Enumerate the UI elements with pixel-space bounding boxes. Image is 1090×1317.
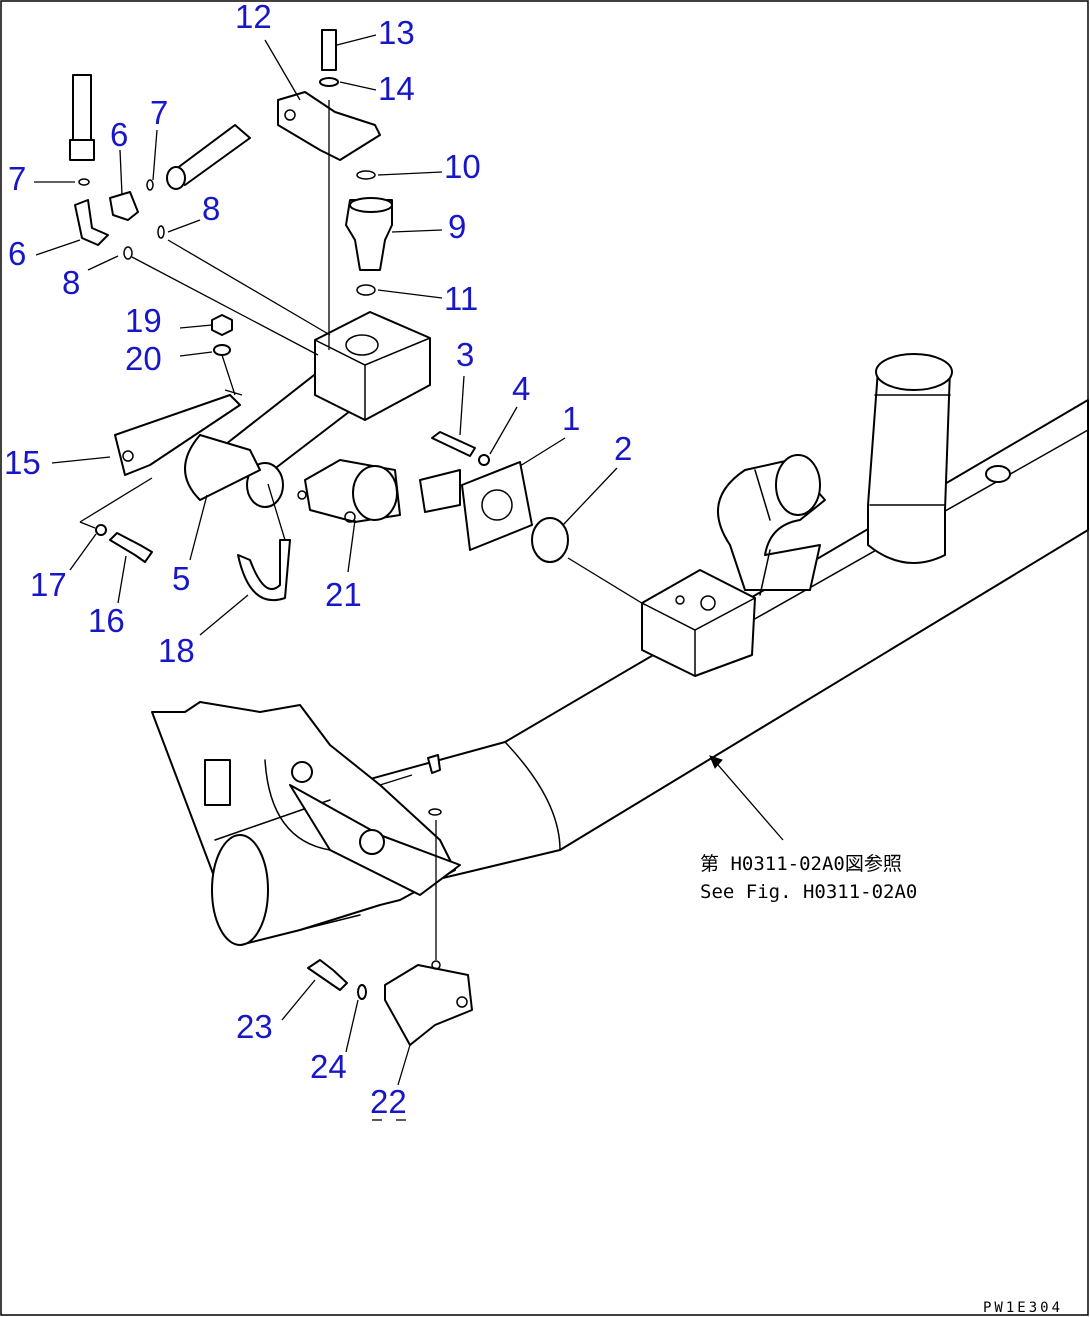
upper-tube-assembly <box>184 311 431 508</box>
o-ring-2 <box>531 517 569 563</box>
washer-24 <box>357 984 367 1000</box>
bolt-3 <box>431 431 476 457</box>
tube-end <box>246 462 284 508</box>
callout-16: 16 <box>88 602 125 639</box>
hose-5 <box>184 434 261 501</box>
washer-17 <box>95 524 107 536</box>
callout-18: 18 <box>158 632 195 669</box>
callout-2: 2 <box>614 430 632 467</box>
callout-7-left: 7 <box>8 160 26 197</box>
callout-14: 14 <box>378 70 415 107</box>
callout-10: 10 <box>444 148 481 185</box>
callout-8-upper: 8 <box>202 190 220 227</box>
right-elbow-pipe <box>717 454 826 596</box>
strap-nut-lower <box>359 829 385 855</box>
drawing-code: PW1E304 <box>983 1300 1063 1316</box>
callout-3: 3 <box>456 336 474 373</box>
strap-nut-upper <box>291 761 313 783</box>
callout-labels: 12 13 14 7 6 10 7 8 9 6 8 11 19 3 20 4 1… <box>4 0 632 1120</box>
callout-23: 23 <box>236 1008 273 1045</box>
leader-lines <box>34 34 784 1086</box>
reference-note-japanese: 第 H0311-02A0図参照 <box>700 853 902 875</box>
plug-nut <box>985 465 1011 483</box>
callout-4: 4 <box>512 370 530 407</box>
callout-21: 21 <box>325 576 362 613</box>
bracket-22-assembly <box>307 754 473 1121</box>
reference-note-english: See Fig. H0311-02A0 <box>700 881 917 903</box>
elbow-fitting-6a <box>74 199 109 246</box>
washer-14 <box>319 77 339 87</box>
callout-9: 9 <box>448 208 466 245</box>
callout-17: 17 <box>30 566 67 603</box>
hose-21 <box>297 459 401 523</box>
callout-11: 11 <box>444 280 478 317</box>
callout-15: 15 <box>4 444 41 481</box>
left-end-casting <box>151 701 461 946</box>
callout-20: 20 <box>125 340 162 377</box>
callout-19: 19 <box>125 302 162 339</box>
fittings-upper-left <box>69 74 251 260</box>
o-ring-10 <box>356 170 376 180</box>
end-block <box>204 759 231 806</box>
washer-4 <box>478 454 490 466</box>
callout-13: 13 <box>378 14 415 51</box>
bolt-23 <box>307 959 348 991</box>
fitting-9-assembly <box>345 170 393 296</box>
end-flange-opening <box>211 834 269 946</box>
callout-22: 22 <box>370 1083 407 1120</box>
callout-6-upper: 6 <box>110 116 128 153</box>
callout-1: 1 <box>562 400 580 437</box>
callout-7-upper: 7 <box>150 94 168 131</box>
o-ring-11 <box>356 284 376 296</box>
center-mount-block <box>641 569 756 677</box>
elbow-fitting-6b <box>109 191 139 221</box>
callout-6-left: 6 <box>8 235 26 272</box>
callout-8-left: 8 <box>62 264 80 301</box>
callout-12: 12 <box>235 0 272 35</box>
bolt-13 <box>321 29 337 71</box>
hose-18 <box>237 539 291 602</box>
callout-24: 24 <box>310 1048 347 1085</box>
bracket-15 <box>114 394 241 476</box>
bolt-16 <box>109 532 153 563</box>
callout-5: 5 <box>172 560 190 597</box>
right-vertical-pipe <box>867 353 1011 564</box>
washer-20 <box>213 344 231 356</box>
bracket-12-assembly <box>277 29 381 350</box>
nut-19 <box>211 314 233 336</box>
flange-elbow-1 <box>419 461 533 551</box>
